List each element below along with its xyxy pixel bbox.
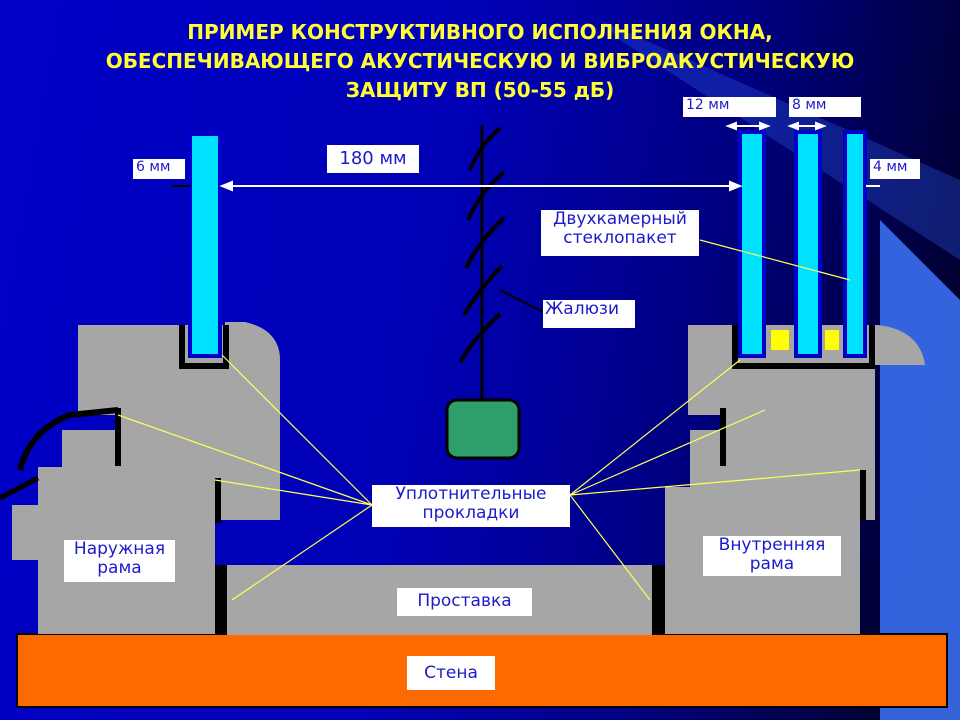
dimension-arrows (219, 121, 880, 192)
label-seals: Уплотнительные прокладки (372, 485, 570, 527)
label-outer-frame: Наружная рама (64, 540, 175, 582)
seal-left-inner (115, 408, 121, 466)
leader-lines (117, 239, 861, 601)
label-glass-unit: Двухкамерный стеклопакет (541, 210, 699, 256)
glass-pocket-left (179, 325, 229, 369)
label-12mm: 12 мм (683, 97, 776, 117)
blinds-slats (458, 126, 506, 364)
blinds-weight (445, 398, 521, 460)
leader-blinds (499, 289, 544, 313)
seal-left-gap (215, 478, 221, 523)
outer-seal-tail (0, 475, 40, 501)
glass-pane-right-2 (794, 130, 822, 358)
seal-right-gap (860, 470, 866, 520)
outer-seal-curve (17, 407, 119, 471)
inner-frame-detail (722, 410, 855, 470)
glass-pane-left (188, 132, 222, 358)
title-line-1: ПРИМЕР КОНСТРУКТИВНОГО ИСПОЛНЕНИЯ ОКНА, (187, 20, 773, 44)
glass-pocket-right (732, 325, 875, 369)
label-wall: Стена (407, 656, 495, 690)
label-4mm: 4 мм (870, 159, 920, 179)
spacer-yellow-1 (771, 330, 789, 350)
label-blinds: Жалюзи (543, 300, 635, 328)
seal-bottom-left (215, 565, 227, 635)
glass-pane-right-3 (843, 130, 867, 358)
glass-pane-right-1 (738, 130, 766, 358)
slide-title: ПРИМЕР КОНСТРУКТИВНОГО ИСПОЛНЕНИЯ ОКНА, … (0, 18, 960, 105)
outer-frame-detail (118, 408, 200, 465)
seal-bottom-right (652, 565, 665, 635)
label-inner-frame: Внутренняя рама (703, 536, 841, 576)
seal-right-inner (720, 408, 726, 466)
label-6mm: 6 мм (133, 159, 185, 179)
label-8mm: 8 мм (789, 97, 861, 117)
spacer-yellow-2 (825, 330, 839, 350)
decor-swoosh-light (600, 20, 960, 260)
label-spacer: Проставка (397, 588, 532, 616)
title-line-3: ЗАЩИТУ ВП (50-55 дБ) (345, 78, 615, 102)
label-180mm: 180 мм (327, 145, 419, 173)
title-line-2: ОБЕСПЕЧИВАЮЩЕГО АКУСТИЧЕСКУЮ И ВИБРОАКУС… (105, 49, 855, 73)
